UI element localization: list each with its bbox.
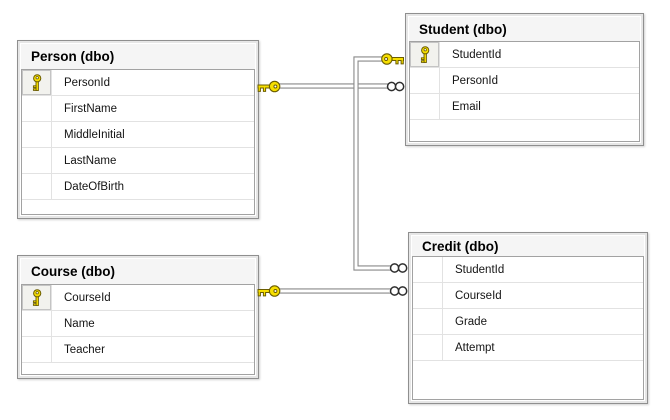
table-row[interactable]: FirstName — [22, 96, 254, 122]
column-name: Teacher — [64, 343, 105, 356]
row-header-cell — [22, 174, 52, 199]
relationship-student-credit[interactable] — [353, 56, 394, 271]
table-row[interactable]: Grade — [413, 309, 643, 335]
key-one-icon — [257, 80, 281, 93]
table-student-header[interactable]: Student (dbo) — [409, 17, 640, 41]
table-credit-header[interactable]: Credit (dbo) — [412, 236, 644, 256]
table-course-title: Course (dbo) — [31, 264, 115, 279]
column-name: PersonId — [452, 74, 499, 87]
many-infinity-icon — [386, 81, 405, 92]
key-one-icon — [381, 53, 404, 65]
table-credit[interactable]: Credit (dbo) StudentId CourseId Grade At… — [408, 232, 648, 404]
row-header-cell — [413, 309, 443, 334]
table-course-grid: CourseId Name Teacher — [21, 284, 255, 375]
table-row[interactable]: DateOfBirth — [22, 174, 254, 200]
row-header-cell — [22, 285, 52, 310]
table-row[interactable]: PersonId — [410, 68, 639, 94]
table-row[interactable]: LastName — [22, 148, 254, 174]
row-header-cell — [413, 335, 443, 360]
primary-key-icon — [32, 288, 41, 306]
many-infinity-icon — [389, 263, 408, 273]
table-row[interactable]: PersonId — [22, 70, 254, 96]
row-header-cell — [22, 148, 52, 173]
table-course-header[interactable]: Course (dbo) — [21, 259, 255, 284]
table-row[interactable]: Teacher — [22, 337, 254, 363]
column-name: PersonId — [64, 76, 111, 89]
column-name: Name — [64, 317, 95, 330]
column-name: StudentId — [452, 48, 502, 61]
row-header-cell — [413, 283, 443, 308]
column-name: CourseId — [64, 291, 111, 304]
table-credit-grid: StudentId CourseId Grade Attempt — [412, 256, 644, 400]
row-header-cell — [413, 257, 443, 282]
row-header-cell — [410, 42, 440, 67]
column-name: Attempt — [455, 341, 495, 354]
row-header-cell — [22, 337, 52, 362]
row-header-cell — [410, 68, 440, 93]
table-row[interactable]: CourseId — [22, 285, 254, 311]
table-person[interactable]: Person (dbo) PersonId FirstName — [17, 40, 259, 219]
table-student-title: Student (dbo) — [419, 21, 507, 37]
table-credit-title: Credit (dbo) — [422, 238, 499, 254]
table-person-grid: PersonId FirstName MiddleInitial LastNam… — [21, 69, 255, 215]
row-header-cell — [22, 96, 52, 121]
many-infinity-icon — [389, 286, 408, 296]
table-person-title: Person (dbo) — [31, 49, 115, 64]
table-row[interactable]: Attempt — [413, 335, 643, 361]
column-name: FirstName — [64, 102, 118, 115]
column-name: MiddleInitial — [64, 128, 125, 141]
table-row[interactable]: StudentId — [410, 42, 639, 68]
primary-key-icon — [32, 73, 41, 91]
table-row[interactable]: StudentId — [413, 257, 643, 283]
column-name: DateOfBirth — [64, 180, 125, 193]
table-row[interactable]: Email — [410, 94, 639, 120]
column-name: StudentId — [455, 263, 505, 276]
row-header-cell — [22, 70, 52, 95]
column-name: LastName — [64, 154, 117, 167]
table-row[interactable]: Name — [22, 311, 254, 337]
primary-key-icon — [420, 45, 429, 63]
column-name: CourseId — [455, 289, 502, 302]
table-person-header[interactable]: Person (dbo) — [21, 44, 255, 69]
row-header-cell — [410, 94, 440, 119]
table-row[interactable]: MiddleInitial — [22, 122, 254, 148]
table-student-grid: StudentId PersonId Email — [409, 41, 640, 142]
key-one-icon — [257, 285, 281, 297]
table-student[interactable]: Student (dbo) StudentId PersonId — [405, 13, 644, 146]
row-header-cell — [22, 311, 52, 336]
column-name: Grade — [455, 315, 487, 328]
row-header-cell — [22, 122, 52, 147]
table-row[interactable]: CourseId — [413, 283, 643, 309]
column-name: Email — [452, 100, 481, 113]
table-course[interactable]: Course (dbo) CourseId Name — [17, 255, 259, 379]
